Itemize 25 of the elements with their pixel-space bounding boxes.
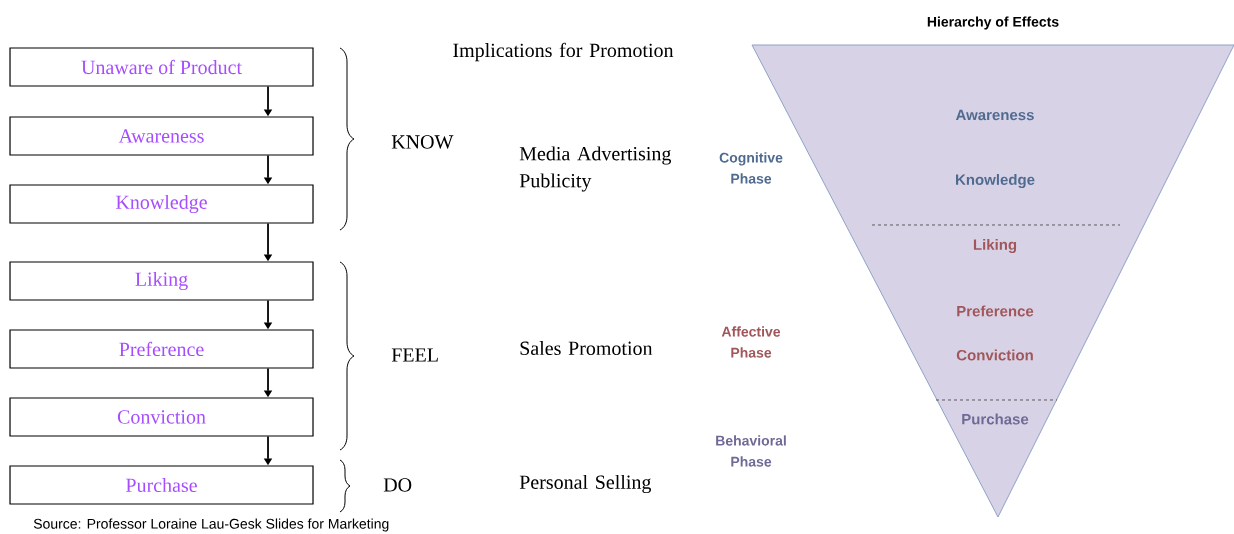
stage-label: Awareness <box>955 109 1034 121</box>
stage-box: Liking <box>9 261 314 301</box>
chart-title: Hierarchy of Effects <box>927 16 1059 30</box>
phase-label: Affective Phase <box>721 326 781 358</box>
section-heading: Implications for Promotion <box>453 42 674 62</box>
stage-box: Unaware of Product <box>9 47 314 87</box>
stage-box: Awareness <box>9 116 314 156</box>
stage-label: Knowledge <box>956 173 1035 188</box>
stage-label: Liking <box>973 238 1017 253</box>
stage-group-label: DO <box>383 478 412 492</box>
stage-box: Preference <box>9 329 314 369</box>
promotion-tools: Sales Promotion <box>520 340 653 355</box>
promotion-tools: Personal Selling <box>519 474 652 494</box>
promotion-tools: Media Advertising Publicity <box>519 146 671 192</box>
stage-label: Purchase <box>962 413 1029 425</box>
stage-group-label: KNOW <box>391 135 454 149</box>
source-note: Source: Professor Loraine Lau-Gesk Slides for Marketing <box>33 518 389 532</box>
phase-label: Behavioral Phase <box>716 435 786 467</box>
stage-box: Knowledge <box>9 184 314 224</box>
stage-box: Purchase <box>9 465 314 505</box>
phase-label: Cognitive Phase <box>719 152 783 184</box>
stage-label: Preference <box>957 305 1034 317</box>
stage-label: Conviction <box>956 349 1033 361</box>
stage-box: Conviction <box>9 397 314 437</box>
stage-group-label: FEEL <box>391 348 438 362</box>
